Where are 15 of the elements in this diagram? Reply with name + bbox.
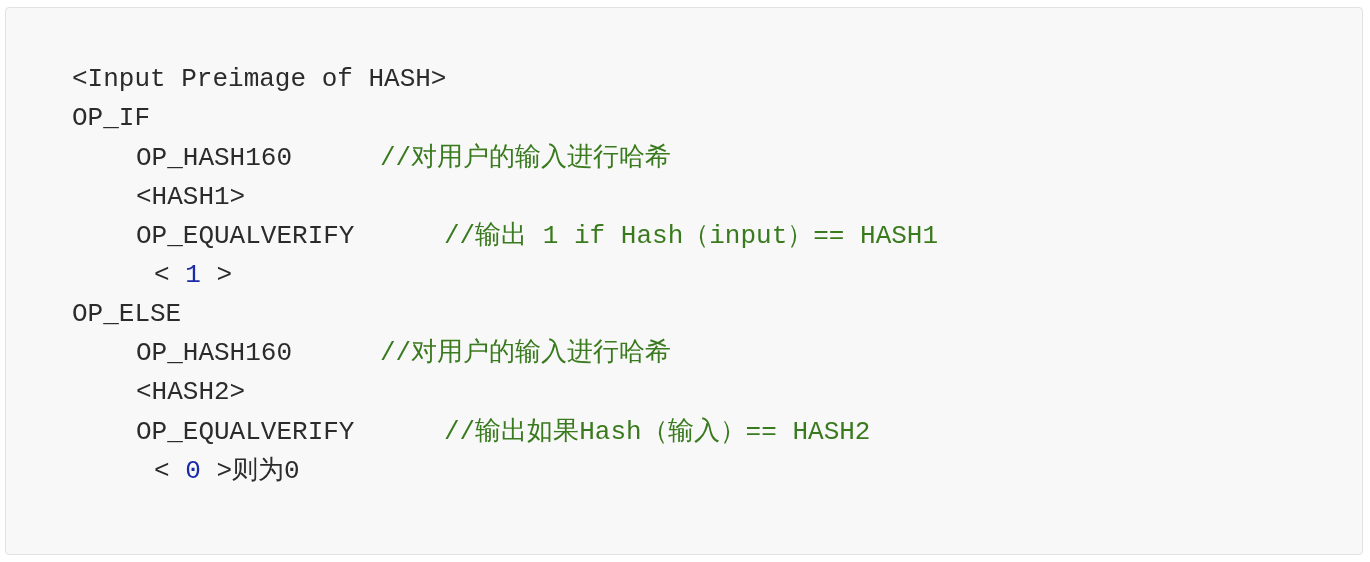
- code-comment: //对用户的输入进行哈希: [380, 143, 672, 173]
- code-line: OP_EQUALVERIFY: [136, 221, 355, 251]
- code-line: OP_HASH160: [136, 143, 293, 173]
- code-line: <Input Preimage of HASH>: [72, 64, 447, 94]
- code-line: <HASH2>: [136, 377, 246, 407]
- code-comment: //对用户的输入进行哈希: [380, 338, 672, 368]
- code-line: OP_ELSE: [72, 299, 182, 329]
- code-line: OP_HASH160: [136, 338, 293, 368]
- code-line: <HASH1>: [136, 182, 246, 212]
- code-line: < 0 >则为0: [154, 456, 300, 486]
- code-line: OP_EQUALVERIFY: [136, 417, 355, 447]
- code-line: < 1 >: [154, 260, 233, 290]
- code-comment: //输出 1 if Hash（input）== HASH1: [444, 221, 939, 251]
- code-line: OP_IF: [72, 103, 150, 133]
- code-comment: //输出如果Hash（输入）== HASH2: [444, 417, 871, 447]
